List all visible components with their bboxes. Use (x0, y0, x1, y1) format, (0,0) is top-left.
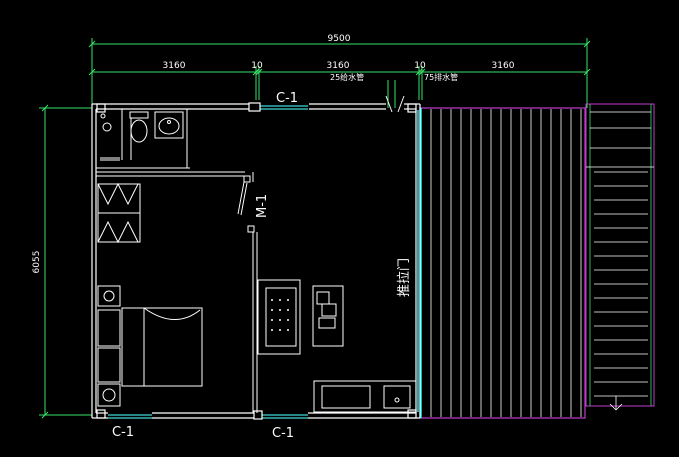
deck-area (419, 107, 586, 419)
kitchen-counter (313, 380, 417, 413)
bathroom-fixtures (100, 111, 184, 161)
sliding-door-label: 推拉门 (397, 258, 412, 297)
dim-height: 6055 (32, 251, 42, 274)
door-m1 (237, 175, 255, 233)
dim-seg-left: 3160 (163, 61, 186, 71)
window-label-top: C-1 (276, 91, 298, 106)
pipe-drain-label: 75排水管 (424, 72, 458, 82)
pipe-symbols (385, 95, 405, 113)
bed (97, 285, 203, 407)
window-label-bottom-mid: C-1 (272, 426, 294, 441)
stairs (585, 103, 655, 411)
dim-overall: 9500 (328, 34, 351, 44)
door-label-m1: M-1 (255, 194, 270, 218)
dimension-lines (39, 38, 591, 419)
window-label-bottom-left: C-1 (112, 425, 134, 440)
wardrobe (97, 182, 141, 244)
coffee-table (312, 285, 344, 347)
dim-gap-left: 10 (251, 61, 263, 71)
dim-seg-right: 3160 (492, 61, 515, 71)
dim-seg-mid: 3160 (327, 61, 350, 71)
dim-gap-right: 10 (414, 61, 426, 71)
windows (96, 102, 417, 420)
interior-walls (96, 109, 258, 413)
sofa (257, 279, 301, 355)
pipe-supply-label: 25给水管 (330, 72, 364, 82)
exterior-walls (91, 103, 421, 419)
